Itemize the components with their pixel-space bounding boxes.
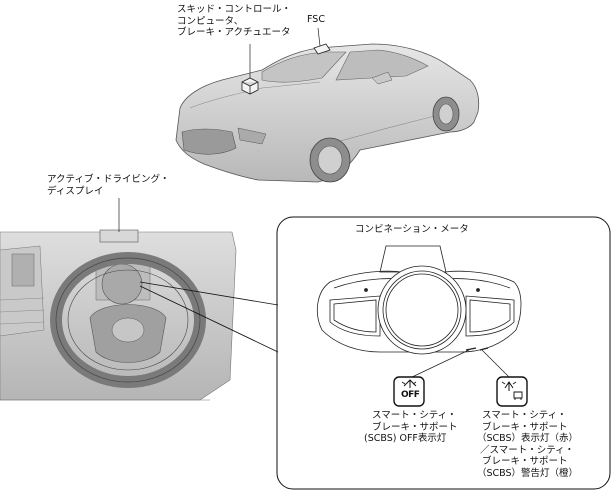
car-side-window [335, 49, 429, 81]
car-illustration [175, 43, 480, 183]
scbs-off-leader-line [409, 349, 470, 379]
scbs-off-label-line: スマート・シティ・ [372, 410, 457, 421]
dash-screen [11, 253, 35, 287]
meter-right-dial [465, 295, 515, 337]
scbs-indicator-label-line: （SCBS）警告灯（橙） [477, 467, 579, 479]
car-mirror [371, 71, 393, 85]
scbs-indicator-label-line: （SCBS）表示灯（赤） [477, 433, 579, 444]
skid-control-label-line: スキッド・コントロール・ [177, 4, 292, 15]
meter-left-dial [329, 295, 381, 337]
callout-line-lower [139, 285, 279, 353]
car-hood-line [189, 81, 321, 109]
skid-control-label-line: ブレーキ・アクチュエータ [177, 27, 291, 38]
scbs-indicator-label-line: ／スマート・シティ・ [480, 444, 575, 456]
fsc-leader-line [317, 27, 321, 47]
skid-control-unit-marker [241, 77, 259, 95]
car-windshield [261, 51, 347, 83]
scbs-off-light-label: スマート・シティ・ ブレーキ・サポート (SCBS) OFF表示灯 [364, 410, 458, 445]
car-rear-wheel-rim [438, 103, 454, 125]
adp-label-line: アクティブ・ドライビング・ [47, 174, 170, 185]
combination-meter-drawing [316, 245, 522, 355]
car-headlight [237, 127, 267, 145]
combination-meter-label: コンビネーション・メータ [355, 224, 469, 236]
combination-meter-panel [276, 216, 611, 490]
scbs-off-icon-text: OFF [401, 390, 420, 400]
scbs-off-label-line: (SCBS) OFF表示灯 [364, 433, 447, 444]
scbs-off-icon [393, 376, 425, 407]
adp-label-line: ディスプレイ [47, 185, 104, 197]
combination-meter-label-text: コンビネーション・メータ [355, 224, 469, 235]
car-front-wheel-rim [317, 145, 343, 175]
fsc-marker [313, 43, 331, 55]
scbs-off-label-line: ブレーキ・サポート [372, 421, 458, 433]
car-grille [181, 128, 237, 155]
scbs-indicator-label-line: スマート・シティ・ [482, 410, 567, 421]
skid-control-label-line: コンピュータ、 [177, 15, 244, 27]
scbs-indicator-label-line: ブレーキ・サポート [482, 421, 568, 433]
scbs-indicator-warning-label: スマート・シティ・ ブレーキ・サポート （SCBS）表示灯（赤） ／スマート・シ… [477, 410, 578, 479]
skid-control-label: スキッド・コントロール・ コンピュータ、 ブレーキ・アクチュエータ [177, 4, 291, 39]
scbs-indicator-leader-line [481, 349, 511, 379]
fsc-label: FSC [307, 14, 325, 26]
scbs-indicator-warning-icon [496, 376, 528, 407]
active-driving-display-label: アクティブ・ドライビング・ ディスプレイ [47, 174, 169, 197]
meter-center-dial [377, 265, 467, 355]
fsc-label-text: FSC [307, 14, 325, 25]
scbs-indicator-label-line: ブレーキ・サポート [482, 456, 568, 467]
callout-line-upper [139, 281, 279, 306]
dashboard-illustration [0, 229, 237, 401]
